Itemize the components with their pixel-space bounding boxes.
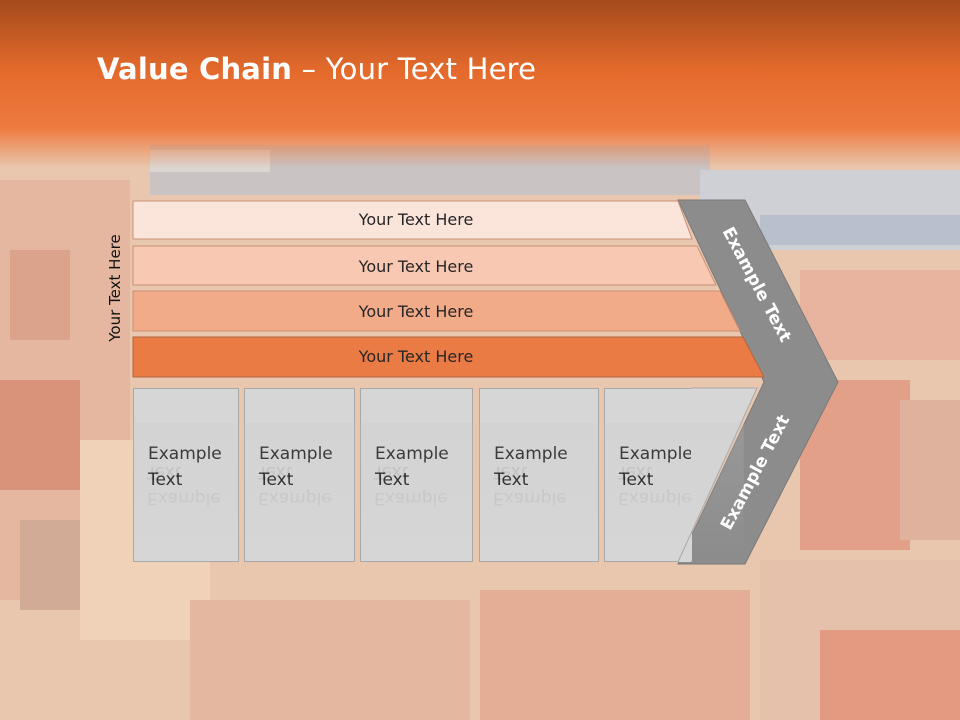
activity-box-5: Example Text [604,388,693,562]
activity-box-2-label: Example Text [259,441,333,493]
activity-box-4-label: Example Text [494,441,568,493]
box-3-reflection: Example Text [360,389,473,563]
bar-4-label: Your Text Here [358,347,474,366]
bar-3-label: Your Text Here [358,302,474,321]
bar-1-label: Your Text Here [358,210,474,229]
title-rest: – Your Text Here [292,52,537,86]
activity-box-2: Example Text [244,388,355,562]
bar-2-label: Your Text Here [358,257,474,276]
box-4-reflection: Example Text [479,389,599,563]
activity-box-3-label: Example Text [375,441,449,493]
box-1-reflection: Example Text [133,389,239,563]
activity-box-4: Example Text [479,388,599,562]
chevron-arrow [677,199,839,565]
page-title: Value Chain – Your Text Here [97,52,536,96]
activity-box-5-label: Example Text [619,441,693,493]
activity-box-1: Example Text [133,388,239,562]
bar-3-shape [132,290,741,332]
activity-box-3: Example Text [360,388,473,562]
box-2-reflection: Example Text [244,389,355,563]
bar-4-shape [132,336,765,378]
bar-1-shape [132,200,693,240]
activity-box-1-label: Example Text [148,441,222,493]
box-5-reflection: Example Text [604,389,744,563]
bar-2-shape [132,245,717,286]
title-bold: Value Chain [97,52,293,86]
